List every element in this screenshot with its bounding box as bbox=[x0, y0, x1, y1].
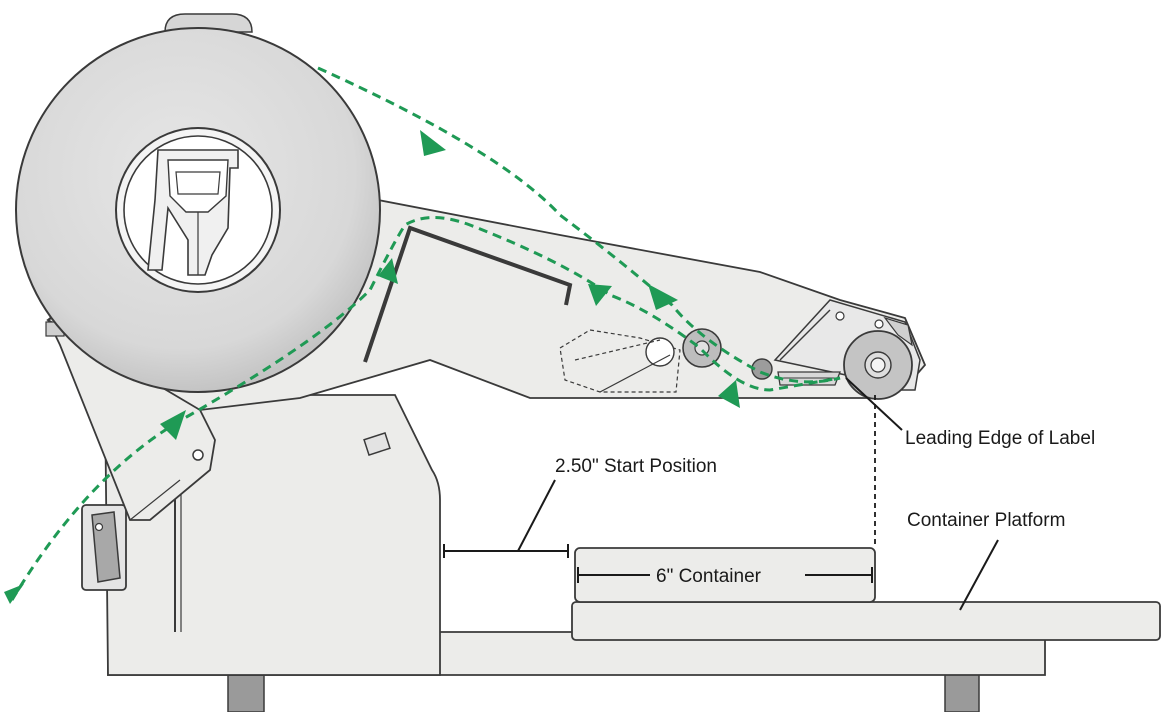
container-platform-label: Container Platform bbox=[907, 510, 1065, 531]
container-label: 6" Container bbox=[656, 566, 762, 587]
power-switch[interactable] bbox=[81, 504, 127, 591]
idler-roller bbox=[682, 328, 722, 368]
leading-edge-label: Leading Edge of Label bbox=[905, 428, 1095, 449]
container-dimension bbox=[577, 567, 873, 583]
container-platform bbox=[571, 601, 1161, 641]
start-position-label: 2.50" Start Position bbox=[555, 456, 717, 477]
path-arrows bbox=[4, 130, 740, 604]
machine-legs bbox=[227, 671, 980, 712]
tension-mechanism bbox=[559, 329, 681, 393]
applicator-roller bbox=[843, 330, 913, 400]
label-guide-rod bbox=[363, 225, 573, 363]
housing-knob bbox=[363, 432, 391, 456]
label-path bbox=[10, 66, 841, 601]
guide-roller bbox=[751, 358, 773, 380]
label-roll bbox=[15, 27, 381, 393]
container bbox=[574, 547, 876, 603]
start-position-dimension bbox=[443, 479, 569, 558]
